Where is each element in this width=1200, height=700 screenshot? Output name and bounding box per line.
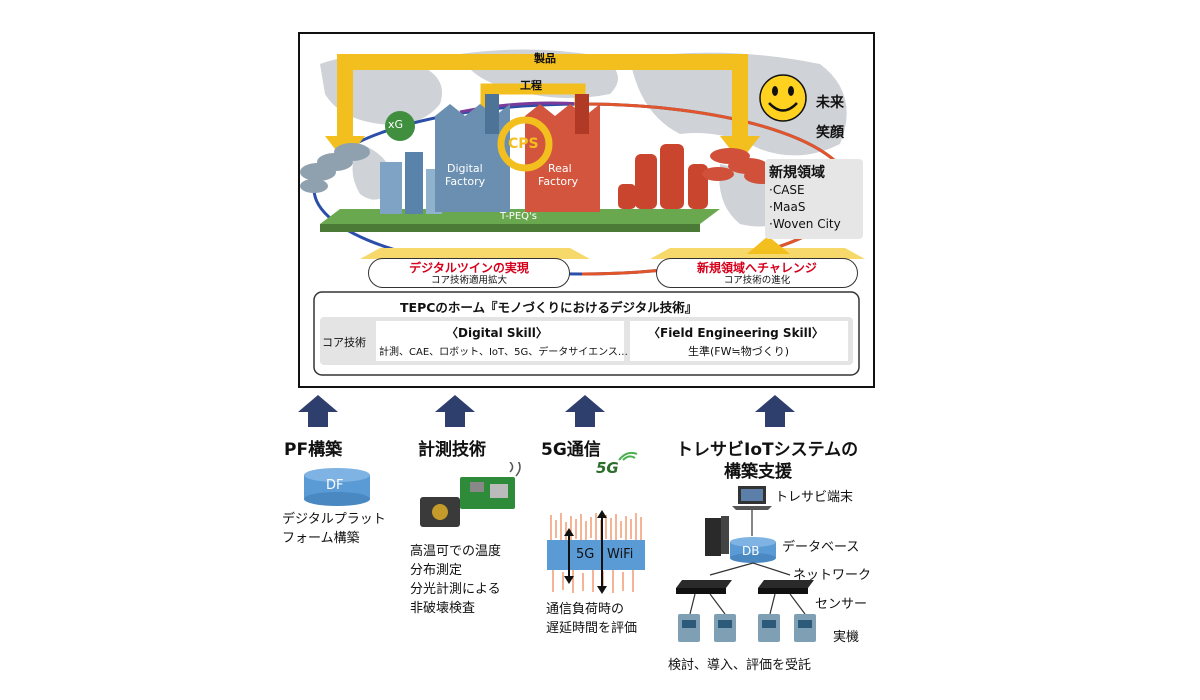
db-cylinder-icon: [730, 537, 776, 563]
network-switch-right: [758, 580, 814, 594]
up-arrow-measure: [435, 395, 475, 427]
pf-title: PF構築: [284, 440, 343, 460]
iot-title-1: トレサビIoTシステムの: [676, 440, 859, 460]
network-switch-left: [676, 580, 732, 594]
new-area-title: 新規領域: [769, 165, 825, 181]
label-koutei: 工程: [520, 79, 542, 92]
label-real-factory-2: Factory: [538, 175, 579, 188]
up-arrow-pf: [298, 395, 338, 427]
new-area-item-woven: ·Woven City: [769, 217, 841, 231]
latency-chart: [547, 510, 645, 595]
concept-illustration: [300, 49, 865, 376]
smiley-icon: [759, 74, 807, 122]
digital-skill-body: 計測、CAE、ロボット、IoT、5G、データサイエンス…: [379, 347, 628, 358]
digital-twin-sub: コア技術適用拡大: [430, 275, 507, 286]
left-rise-glow: [360, 248, 590, 259]
g5-desc-2: 遅延時間を評価: [546, 621, 638, 636]
tank-cluster: [618, 144, 708, 209]
server-icon: [705, 516, 729, 556]
sensor-label: センサー: [815, 597, 868, 612]
label-digital-factory-1: Digital: [447, 162, 483, 175]
label-xg: xG: [388, 118, 404, 131]
chart-5g-label: 5G: [576, 547, 595, 562]
concept-frame: 製品 工程 CPS xG Digital Factory Real Factor…: [298, 32, 875, 388]
new-area-box: [765, 159, 863, 239]
network-label: ネットワーク: [793, 568, 872, 583]
label-tpeqs: T-PEQ's: [500, 211, 537, 222]
new-area-item-case: ·CASE: [769, 183, 805, 197]
label-mirai: 未来: [816, 95, 844, 111]
field-skill-box: [630, 321, 848, 361]
iot-caption: 検討、導入、評価を受託: [668, 658, 812, 673]
sensor-board-icon: [420, 462, 521, 527]
t-peqs-platform-side: [320, 224, 700, 232]
digital-skill-title: 〈Digital Skill〉: [446, 326, 548, 340]
g5-desc-1: 通信負荷時の: [546, 602, 625, 617]
digital-skill-box: [376, 321, 624, 361]
db-label: DB: [742, 544, 760, 558]
machine-icons: [678, 614, 816, 642]
measure-desc-1: 高温可での温度: [410, 544, 502, 559]
g5-title: 5G通信: [541, 440, 601, 460]
label-real-factory-1: Real: [548, 162, 572, 175]
up-arrow-5g: [565, 395, 605, 427]
pf-desc-1: デジタルプラット: [282, 512, 386, 527]
pf-desc-2: フォーム構築: [282, 531, 360, 546]
g5-logo: 5G: [596, 459, 619, 477]
measure-title: 計測技術: [418, 440, 486, 460]
database-label: データベース: [782, 540, 860, 555]
new-challenge-title: 新規領域へチャレンジ: [697, 261, 817, 275]
product-loop: [337, 54, 748, 144]
terminal-label: トレサビ端末: [775, 490, 854, 505]
df-database-icon: [304, 468, 370, 506]
field-skill-title: 〈Field Engineering Skill〉: [648, 326, 824, 340]
iot-system-diagram: [676, 486, 816, 642]
core-tech-label: コア技術: [322, 336, 366, 349]
measure-desc-3: 分光計測による: [410, 582, 501, 597]
df-label: DF: [326, 478, 344, 493]
new-challenge-sub: コア技術の進化: [723, 275, 791, 286]
iot-title-2: 構築支援: [724, 462, 792, 482]
up-arrow-iot: [755, 395, 795, 427]
label-egao: 笑顔: [816, 125, 844, 141]
laptop-icon: [732, 486, 772, 510]
car-group-left: [300, 143, 370, 193]
machine-label: 実機: [833, 630, 860, 645]
xg-sphere: [385, 111, 415, 141]
digital-twin-title: デジタルツインの実現: [409, 261, 529, 275]
label-seihin: 製品: [534, 52, 556, 65]
new-area-item-maas: ·MaaS: [769, 200, 806, 214]
home-title: TEPCのホーム『モノづくりにおけるデジタル技術』: [400, 300, 698, 315]
digital-twin-pill: デジタルツインの実現 コア技術適用拡大: [368, 258, 570, 288]
measure-desc-4: 非破壊検査: [410, 601, 476, 616]
measure-desc-2: 分布測定: [410, 563, 463, 578]
new-challenge-pill: 新規領域へチャレンジ コア技術の進化: [656, 258, 858, 288]
right-up-arrow: [747, 236, 790, 254]
digital-factory-building: [435, 94, 510, 212]
product-loop-arrowhead-right: [720, 136, 760, 162]
field-skill-body: 生準(FW≒物づくり): [688, 345, 790, 358]
chart-wifi-label: WiFi: [607, 547, 634, 562]
label-cps: CPS: [508, 136, 539, 152]
label-digital-factory-2: Factory: [445, 175, 486, 188]
g5-signal-icon: [618, 451, 638, 461]
cps-cycle-ring: [497, 116, 553, 172]
